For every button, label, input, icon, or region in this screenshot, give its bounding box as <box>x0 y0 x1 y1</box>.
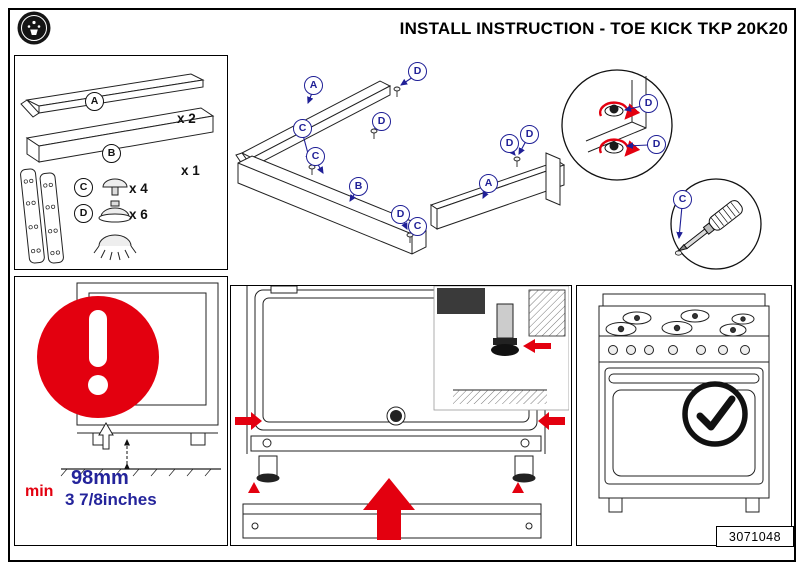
page-title: INSTALL INSTRUCTION - TOE KICK TKP 20K20 <box>399 19 788 38</box>
callout-d: D <box>639 94 658 113</box>
foot-detail-inset <box>433 286 569 411</box>
callout-c: C <box>408 217 427 236</box>
install-drawing <box>235 286 569 540</box>
installation-front-view-panel <box>230 285 572 546</box>
min-gap-drawing <box>37 282 221 477</box>
qty-part-c: x 4 <box>129 181 148 196</box>
qty-part-b: x 1 <box>181 163 200 178</box>
finished-range-panel <box>576 285 792 546</box>
screwdriver-icon <box>677 200 743 252</box>
qty-part-d: x 6 <box>129 207 148 222</box>
callout-part-c: C <box>74 178 93 197</box>
callout-part-d: D <box>74 204 93 223</box>
qty-part-a: x 2 <box>177 111 196 126</box>
part-c-drawing <box>102 178 128 196</box>
part-number: 3071048 <box>716 526 794 547</box>
callout-c: C <box>673 190 692 209</box>
mounting-strips-drawing <box>20 168 64 264</box>
callout-d: D <box>408 62 427 81</box>
callout-d: D <box>520 125 539 144</box>
parts-list-panel: x 2 x 1 x 4 x 6 <box>14 55 228 270</box>
callout-part-a: A <box>85 92 104 111</box>
assembly-exploded-drawing <box>235 76 566 255</box>
page-border <box>8 8 796 562</box>
min-height-warning-panel: min 98mm 3 7/8inches <box>14 276 228 546</box>
callout-a: A <box>304 76 323 95</box>
min-value-inches: 3 7/8inches <box>65 490 157 509</box>
range-drawing <box>598 293 770 513</box>
push-arrows <box>235 412 565 540</box>
callout-c: C <box>293 119 312 138</box>
parts-drawing <box>20 73 215 264</box>
callout-d: D <box>647 135 666 154</box>
callout-d: D <box>500 134 519 153</box>
callout-b: B <box>349 177 368 196</box>
min-label: min <box>25 483 54 500</box>
detail-feet-rotation <box>561 69 673 181</box>
callout-c: C <box>306 147 325 166</box>
callout-part-b: B <box>102 144 121 163</box>
screws-drawing <box>308 86 521 243</box>
callout-a: A <box>479 174 498 193</box>
callout-d: D <box>391 205 410 224</box>
warning-exclamation-icon <box>37 296 159 418</box>
approved-check-icon <box>682 381 748 447</box>
min-value-mm: 98mm <box>71 467 129 489</box>
detail-screwdriver <box>670 178 762 270</box>
brand-logo-icon <box>17 11 51 45</box>
claw-foot-drawing <box>93 234 137 261</box>
part-d-drawing <box>98 200 132 223</box>
rotation-arrows-icon <box>599 101 641 157</box>
callout-d: D <box>372 112 391 131</box>
